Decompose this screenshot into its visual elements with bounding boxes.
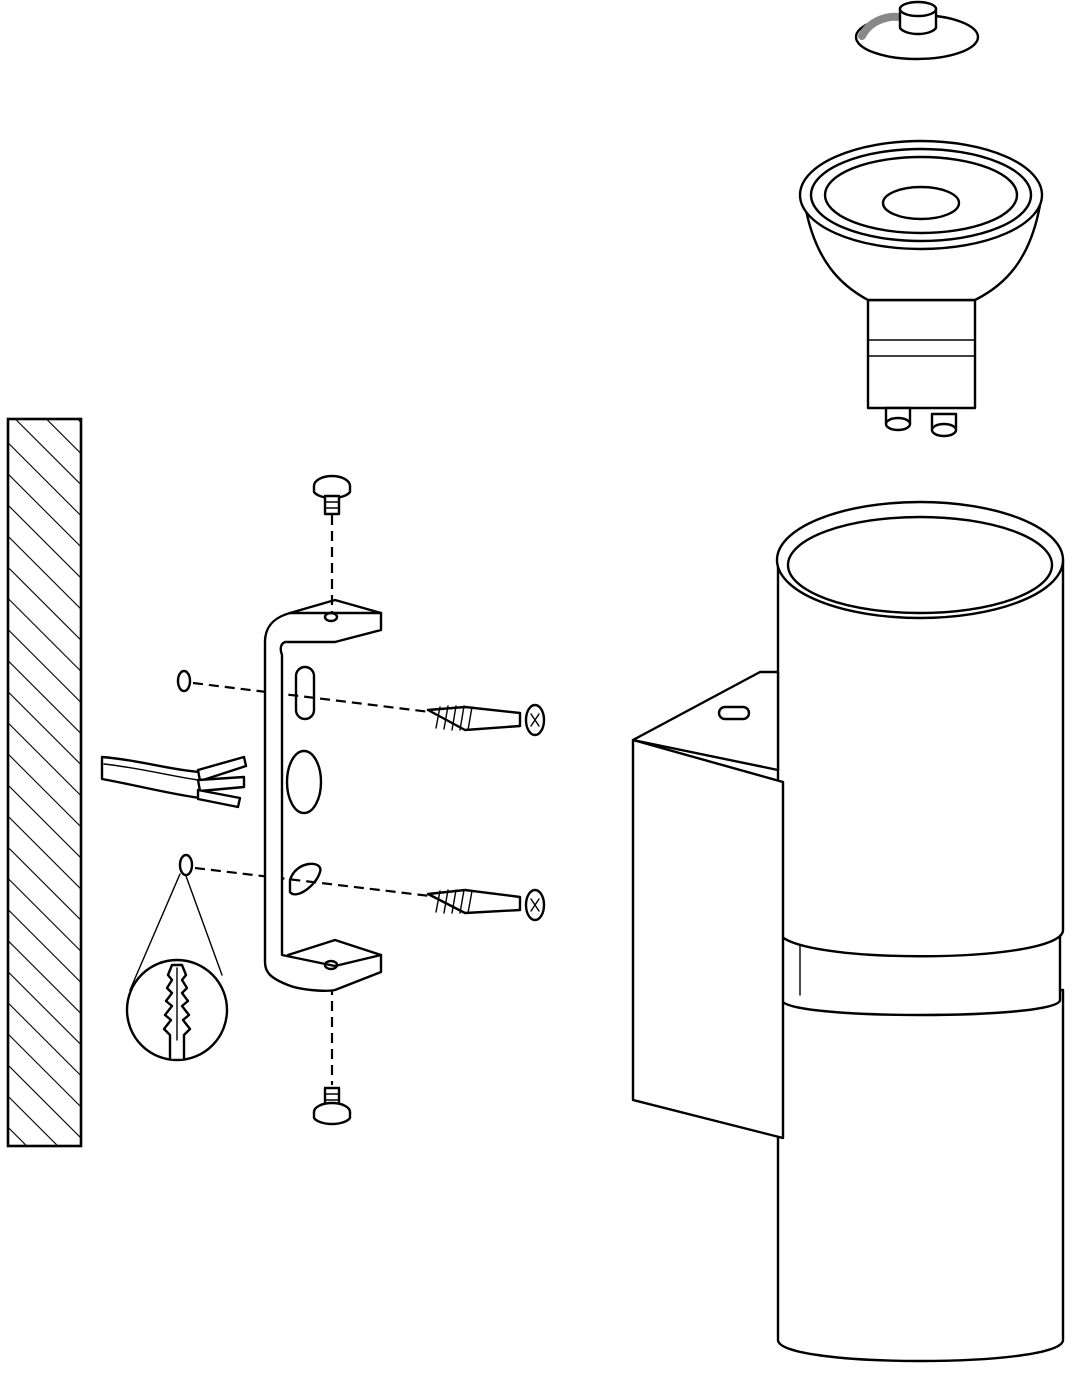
wall-plug-hole-bottom xyxy=(178,853,194,877)
bracket-set-screw-top xyxy=(312,474,352,516)
lens-cap xyxy=(854,0,980,61)
assembly-lines xyxy=(192,515,431,1085)
wall-screw-bottom xyxy=(426,888,546,922)
mounting-bracket xyxy=(263,598,383,992)
wall-plug-hole-top xyxy=(176,669,192,693)
power-cable xyxy=(100,755,248,809)
bracket-set-screw-bottom xyxy=(312,1086,352,1126)
gu10-bulb xyxy=(798,139,1044,438)
wall-screw-top xyxy=(426,703,546,737)
wall-lamp-housing xyxy=(631,500,1065,1363)
wall-plug xyxy=(125,873,229,1062)
wall xyxy=(6,417,83,1148)
